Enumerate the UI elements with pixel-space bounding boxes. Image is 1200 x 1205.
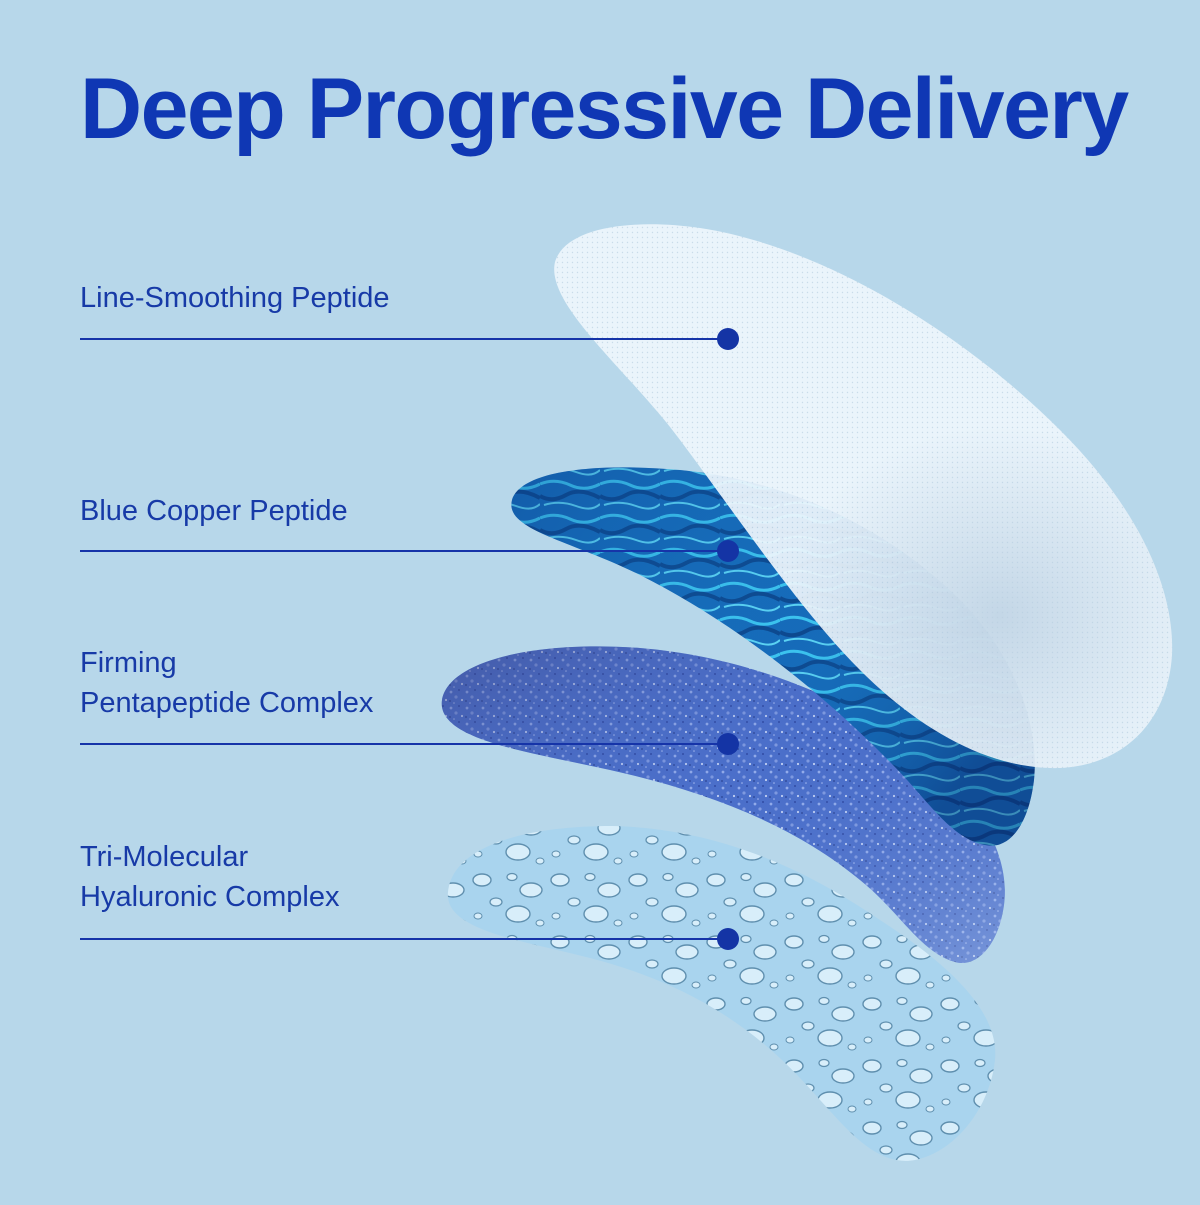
leader-lines xyxy=(80,328,739,950)
layer-line-smoothing-film xyxy=(554,224,1173,769)
label-line: Blue Copper Peptide xyxy=(80,495,348,527)
label-line: Pentapeptide Complex xyxy=(80,687,374,719)
marker-dot-firming-pentapeptide-complex xyxy=(717,733,739,755)
layer-hyaluronic-droplets xyxy=(447,826,996,1161)
label-line: Line-Smoothing Peptide xyxy=(80,282,390,314)
page-title: Deep Progressive Delivery xyxy=(80,61,1129,157)
label-line: Hyaluronic Complex xyxy=(80,881,340,913)
label-line: Tri-Molecular xyxy=(80,841,249,873)
label-line-smoothing-peptide: Line-Smoothing Peptide xyxy=(80,278,390,318)
label-firming-pentapeptide-complex: Firming Pentapeptide Complex xyxy=(80,643,373,723)
marker-dot-tri-molecular-hyaluronic-complex xyxy=(717,928,739,950)
label-tri-molecular-hyaluronic-complex: Tri-Molecular Hyaluronic Complex xyxy=(80,837,340,917)
label-line: Firming xyxy=(80,647,177,679)
marker-dot-blue-copper-peptide xyxy=(717,540,739,562)
label-blue-copper-peptide: Blue Copper Peptide xyxy=(80,491,348,531)
marker-dot-line-smoothing-peptide xyxy=(717,328,739,350)
